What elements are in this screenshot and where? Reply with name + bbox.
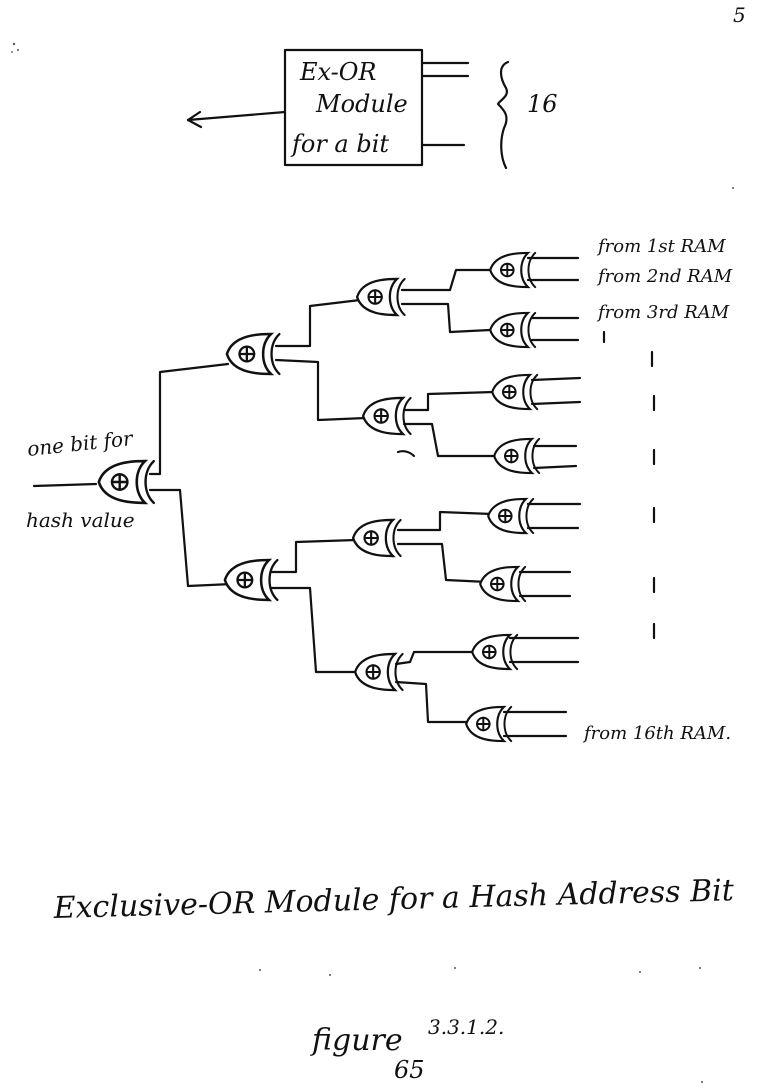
xor-gate	[361, 396, 412, 436]
xor-gate	[479, 565, 527, 603]
xor-gate	[493, 437, 541, 475]
output-label-line1: one bit for	[26, 426, 135, 461]
xor-gate	[491, 373, 539, 411]
figure-caption: Exclusive-OR Module for a Hash Address B…	[52, 873, 735, 926]
scan-specks	[11, 42, 734, 1083]
input-label-2: from 2nd RAM	[596, 266, 733, 287]
xor-gate	[353, 652, 404, 692]
figure-number: 3.3.1.2.	[428, 1015, 504, 1039]
figure-word: figure	[310, 1023, 403, 1058]
output-label-line2: hash value	[26, 508, 135, 532]
xor-gate	[97, 459, 156, 505]
page-number: 5	[733, 3, 746, 27]
module-box-line3: for a bit	[290, 130, 389, 158]
module-box: Ex-OR Module for a bit 16	[186, 48, 558, 170]
xor-gate	[351, 518, 402, 558]
input-label-3: from 3rd RAM	[596, 302, 730, 323]
xor-gate	[489, 311, 537, 349]
input-count-label: 16	[527, 90, 558, 118]
input-label-1: from 1st RAM	[596, 236, 726, 257]
xor-gate	[465, 705, 513, 743]
xor-gates	[97, 251, 541, 743]
module-box-line2: Module	[315, 90, 408, 118]
continuation-marks	[602, 330, 656, 640]
xor-gate	[489, 251, 537, 289]
xor-gate	[225, 332, 281, 376]
folio-number: 65	[394, 1056, 425, 1084]
xor-gate	[223, 558, 279, 602]
input-label-16: from 16th RAM.	[582, 723, 731, 744]
module-box-line1: Ex-OR	[299, 58, 377, 86]
xor-gate	[471, 633, 519, 671]
xor-gate	[355, 277, 406, 317]
xor-gate	[487, 497, 535, 535]
tree-wiring	[32, 256, 582, 738]
